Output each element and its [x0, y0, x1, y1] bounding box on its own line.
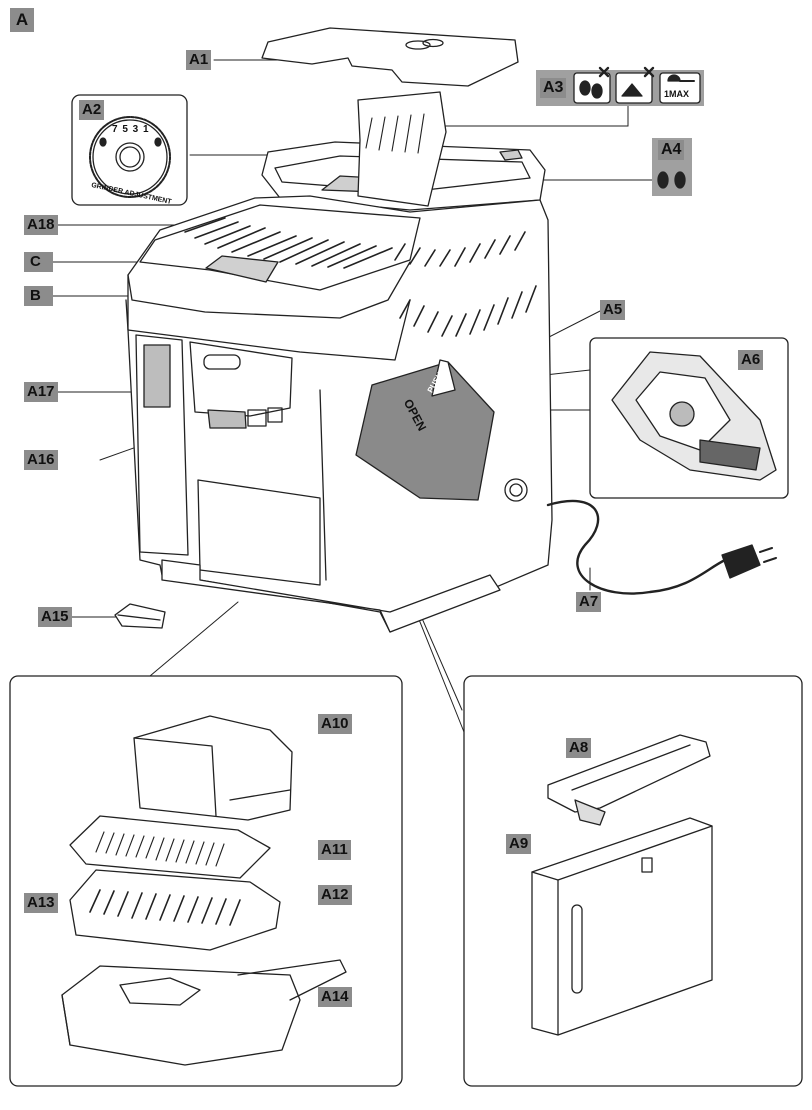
callout-c: C — [24, 252, 53, 272]
power-cord — [546, 499, 727, 595]
callout-a7: A7 — [576, 592, 602, 612]
dial-numbers: 7 5 3 1 — [112, 124, 150, 135]
callout-a3: A3 — [540, 78, 567, 98]
coffee-spout-housing — [189, 341, 293, 417]
section-label: A — [10, 8, 34, 32]
callout-a13: A13 — [24, 893, 58, 913]
callout-a5: A5 — [600, 300, 626, 320]
callout-a4: A4 — [658, 140, 685, 160]
callout-a11: A11 — [318, 840, 351, 860]
callout-a10: A10 — [318, 714, 352, 734]
water-tank — [531, 817, 713, 1036]
callout-a12: A12 — [318, 885, 352, 905]
coffee-grounds-funnel — [114, 603, 166, 629]
water-tank-lid — [547, 734, 711, 813]
coffee-spout — [207, 409, 247, 429]
cup-tray-grid — [69, 815, 271, 879]
max-icon-text: 1MAX — [664, 89, 690, 99]
aroma-insert — [357, 91, 447, 207]
callout-a1: A1 — [186, 50, 212, 70]
grinder-dial-outer — [89, 116, 171, 198]
callout-a8: A8 — [566, 738, 592, 758]
drip-tray-base — [61, 965, 301, 1066]
control-panel-display — [205, 255, 279, 283]
callout-a6: A6 — [738, 350, 764, 370]
callout-a17: A17 — [24, 382, 58, 402]
callout-a14: A14 — [318, 987, 352, 1007]
machine-body — [127, 195, 553, 633]
callout-b: B — [24, 286, 53, 306]
callout-a18: A18 — [24, 215, 58, 235]
callout-a2: A2 — [79, 100, 105, 120]
drip-tray — [69, 869, 281, 951]
callout-a9: A9 — [506, 834, 532, 854]
callout-a15: A15 — [38, 607, 72, 627]
bean-container-lid — [261, 27, 519, 87]
callout-a16: A16 — [24, 450, 58, 470]
